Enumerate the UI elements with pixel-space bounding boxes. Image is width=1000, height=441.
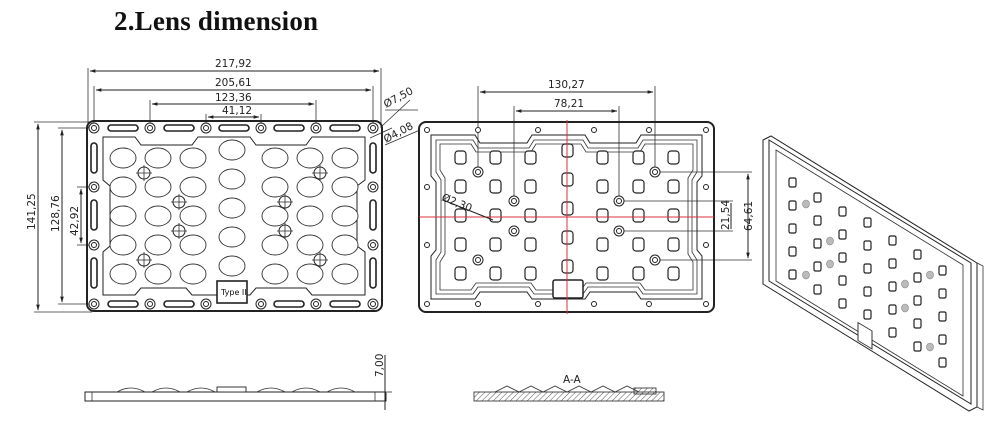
back-led-pockets — [454, 143, 680, 281]
type-label: Type II — [220, 288, 247, 297]
mounting-hole-icon — [310, 298, 322, 310]
dim-mid-hole-span-height: 42,92 — [69, 206, 81, 236]
dim-overall-width: 217,92 — [215, 58, 252, 70]
mounting-hole-icon — [367, 181, 379, 193]
crosshair-icon — [136, 165, 152, 181]
mounting-hole-icon — [200, 122, 212, 134]
mounting-hole-icon — [88, 122, 100, 134]
iso-led-pockets — [788, 177, 947, 368]
mounting-hole-icon — [255, 298, 267, 310]
dim-center-hole-span: 41,12 — [222, 105, 252, 117]
isometric-view — [762, 135, 984, 412]
dim-post-span-height: 64,61 — [743, 201, 755, 231]
front-lens-grid — [109, 139, 359, 285]
dim-overall-height: 141,25 — [26, 193, 38, 230]
dim-outer-hole-diameter: Ø7,50 — [382, 85, 416, 110]
front-view: 217,92 205,61 123,36 41,12 141,25 128,76 — [26, 58, 421, 313]
dim-post-span-narrow: 78,21 — [554, 98, 584, 110]
type-label-box — [216, 280, 248, 304]
dim-post-span-height-inner: 21,54 — [720, 200, 732, 230]
section-view: A-A — [473, 374, 665, 402]
side-view: 7,00 — [84, 354, 392, 410]
crosshair-icon — [312, 165, 328, 181]
front-top-dimensions: 217,92 205,61 123,36 41,12 — [87, 58, 382, 128]
crosshair-icon — [136, 252, 152, 268]
dim-inner-hole-span: 123,36 — [215, 92, 252, 104]
back-tab — [552, 279, 584, 299]
front-frame-inner — [102, 136, 366, 296]
front-mounting-holes — [88, 122, 379, 310]
dim-inner-hole-diameter: Ø4,08 — [382, 120, 416, 145]
front-left-dimensions: 141,25 128,76 42,92 — [26, 121, 92, 313]
back-alignment-posts — [472, 166, 661, 266]
crosshair-icon — [277, 194, 293, 210]
mounting-hole-icon — [367, 122, 379, 134]
front-diameter-callouts: Ø7,50 Ø4,08 — [369, 85, 421, 146]
dim-hole-span-height: 128,76 — [50, 195, 62, 232]
mounting-hole-icon — [88, 298, 100, 310]
mounting-hole-icon — [88, 239, 100, 251]
mounting-hole-icon — [310, 122, 322, 134]
mounting-hole-icon — [367, 298, 379, 310]
front-alignment-posts — [136, 165, 328, 268]
back-edge-holes — [424, 127, 709, 307]
mounting-hole-icon — [367, 239, 379, 251]
crosshair-icon — [171, 223, 187, 239]
front-slots — [90, 124, 377, 308]
back-view: 130,27 78,21 64,61 21,54 — [418, 79, 755, 314]
dim-hole-span-width: 205,61 — [215, 77, 252, 89]
page-title: 2.Lens dimension — [114, 6, 319, 36]
crosshair-icon — [277, 223, 293, 239]
dim-post-span-wide: 130,27 — [548, 79, 585, 91]
mounting-hole-icon — [255, 122, 267, 134]
mounting-hole-icon — [144, 122, 156, 134]
crosshair-icon — [312, 252, 328, 268]
iso-posts — [802, 199, 934, 352]
front-frame-outer — [86, 120, 383, 312]
section-label: A-A — [563, 374, 582, 386]
dim-thickness: 7,00 — [374, 354, 386, 377]
mounting-hole-icon — [88, 181, 100, 193]
crosshair-icon — [171, 194, 187, 210]
iso-tab — [857, 321, 873, 350]
mounting-hole-icon — [144, 298, 156, 310]
mounting-hole-icon — [200, 298, 212, 310]
